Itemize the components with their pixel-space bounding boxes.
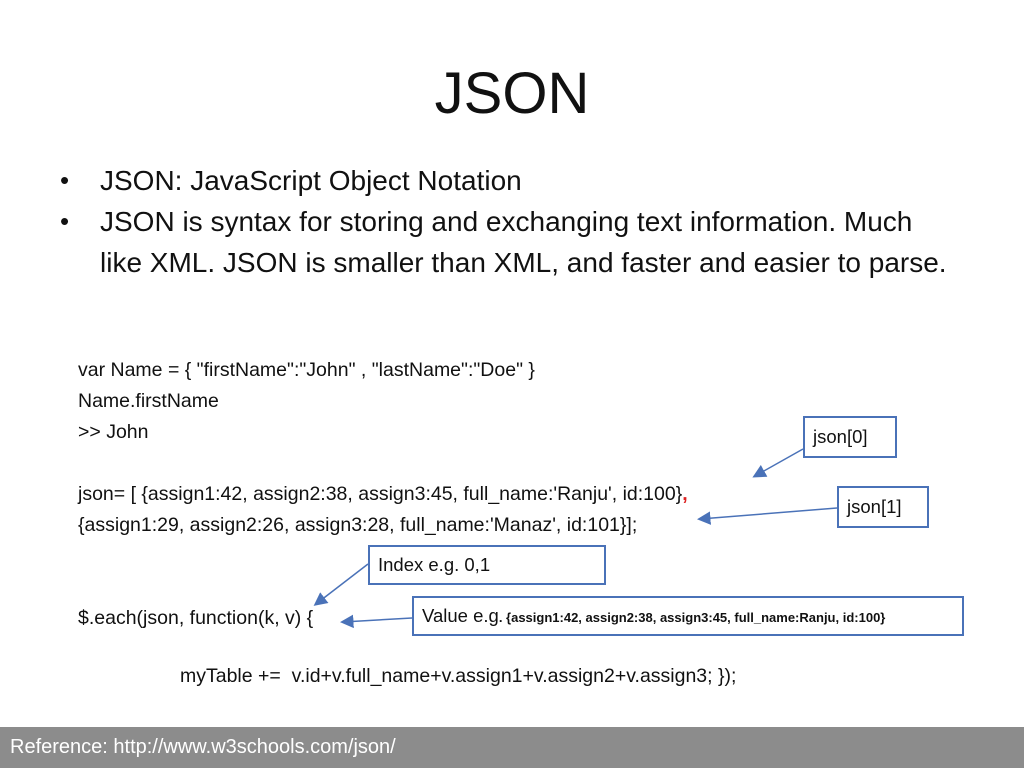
code-line-mytable: myTable += v.id+v.full_name+v.assign1+v.… [180, 665, 737, 687]
code-blank-line [78, 448, 858, 479]
callout-value-label: Value e.g [422, 605, 499, 626]
callout-value-detail: . {assign1:42, assign2:38, assign3:45, f… [498, 610, 886, 625]
slide-title: JSON [434, 61, 590, 126]
code-line: Name.firstName [78, 390, 219, 412]
callout-json0: json[0] [803, 416, 897, 458]
bullet-item: • JSON: JavaScript Object Notation [60, 160, 960, 201]
code-line: json= [ {assign1:42, assign2:38, assign3… [78, 479, 858, 510]
reference-footer: Reference: http://www.w3schools.com/json… [0, 727, 1024, 768]
red-comma: , [682, 483, 688, 505]
bullet-text: JSON is syntax for storing and exchangin… [100, 206, 947, 278]
bullet-text: JSON: JavaScript Object Notation [100, 165, 522, 196]
bullet-icon: • [60, 206, 70, 236]
code-line: {assign1:29, assign2:26, assign3:28, ful… [78, 514, 638, 536]
callout-json1: json[1] [837, 486, 929, 528]
code-line: >> John [78, 421, 149, 443]
code-line: $.each(json, function(k, v) { [78, 607, 314, 629]
callout-index: Index e.g. 0,1 [368, 545, 606, 585]
bullet-icon: • [60, 165, 70, 195]
bullet-item: • JSON is syntax for storing and exchang… [60, 201, 960, 283]
code-line: var Name = { "firstName":"John" , "lastN… [78, 359, 535, 381]
code-sample: var Name = { "firstName":"John" , "lastN… [78, 355, 858, 634]
code-text: json= [ {assign1:42, assign2:38, assign3… [78, 483, 683, 505]
callout-value: Value e.g. {assign1:42, assign2:38, assi… [412, 596, 964, 636]
bullet-list: • JSON: JavaScript Object Notation • JSO… [60, 160, 960, 283]
